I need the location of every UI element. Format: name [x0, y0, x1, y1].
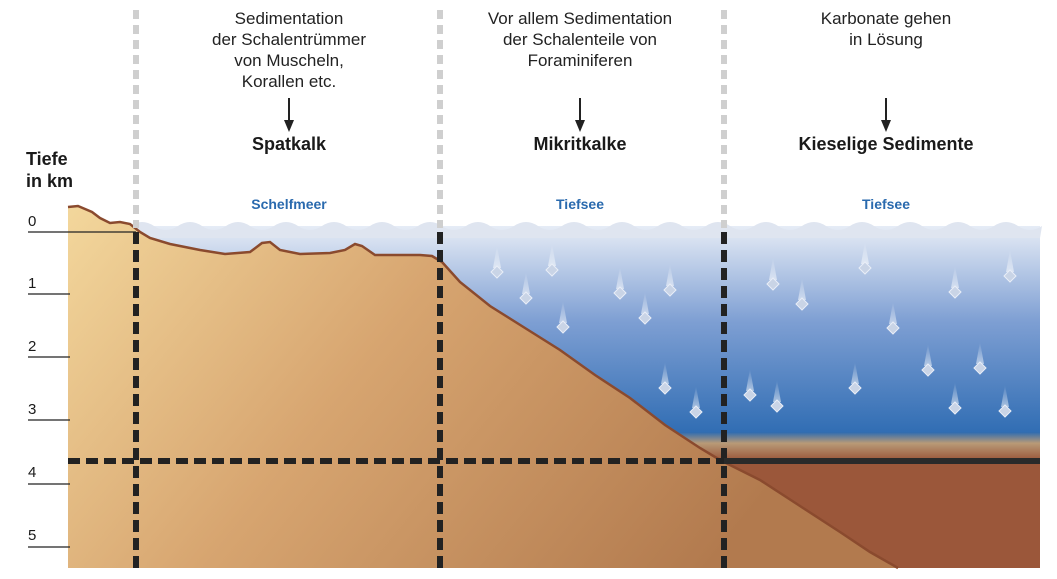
shell-particle [948, 401, 962, 415]
shell-particle [848, 381, 862, 395]
depth-tick-label: 5 [28, 527, 37, 544]
shell-particle [766, 277, 780, 291]
shell-particle [998, 404, 1012, 418]
shell-particle [663, 283, 677, 297]
arrow-zone-1 [284, 98, 294, 132]
shell-particle [519, 291, 533, 305]
particle-trail [692, 386, 700, 408]
depth-tick-label: 2 [28, 338, 37, 355]
shell-particle [658, 381, 672, 395]
depth-axis-title-line2: in km [26, 171, 74, 191]
zone-3-description-line: Karbonate gehen [820, 9, 952, 28]
particle-trail [861, 242, 869, 264]
shell-particle [638, 311, 652, 325]
depth-tick-label: 0 [28, 213, 37, 230]
particle-trail [951, 266, 959, 288]
particle-trail [522, 272, 530, 294]
shell-particle [490, 265, 504, 279]
depth-axis-title-line1: Tiefe [26, 149, 68, 169]
shell-particle [613, 286, 627, 300]
zone-1-description-line: Sedimentation [234, 9, 344, 28]
shell-particle [795, 297, 809, 311]
zone-2-description-line: Vor allem Sedimentation [487, 9, 673, 28]
shell-particle [743, 388, 757, 402]
depth-tick-label: 3 [28, 401, 37, 418]
sinking-shell-particles [490, 242, 1017, 419]
depth-axis-title: Tiefe in km [26, 148, 73, 192]
shell-particle [770, 399, 784, 413]
depth-tick-label: 4 [28, 464, 37, 481]
particle-trail [1006, 250, 1014, 272]
zone-1-description-line: Korallen etc. [241, 72, 337, 91]
zone-1-description: Sedimentation der Schalentrümmer von Mus… [164, 8, 414, 92]
zone-2-result: Mikritkalke [533, 134, 627, 154]
particle-trail [1001, 385, 1009, 407]
particle-trail [773, 380, 781, 402]
shell-particle [948, 285, 962, 299]
shell-particle [858, 261, 872, 275]
particle-trail [548, 244, 556, 266]
particle-trail [951, 382, 959, 404]
particle-trail [746, 369, 754, 391]
particle-trail [976, 342, 984, 364]
zone-3-result: Kieselige Sedimente [798, 134, 974, 154]
particle-trail [616, 267, 624, 289]
particle-trail [661, 362, 669, 384]
zone-3-description-line: in Lösung [849, 30, 923, 49]
zone-1-environment: Schelfmeer [251, 196, 327, 212]
particle-trail [641, 292, 649, 314]
zone-3-environment: Tiefsee [862, 196, 910, 212]
particle-trail [493, 246, 501, 268]
depth-tick-label: 1 [28, 275, 37, 292]
depth-axis-ticks [28, 231, 136, 548]
arrow-zone-3 [881, 98, 891, 132]
shell-particle [1003, 269, 1017, 283]
arrow-zone-2 [575, 98, 585, 132]
shell-particle [689, 405, 703, 419]
particle-trail [769, 258, 777, 280]
sea-surface-waves [130, 222, 1042, 238]
shell-particle [921, 363, 935, 377]
shell-particle [545, 263, 559, 277]
shell-particle [886, 321, 900, 335]
particle-trail [559, 301, 567, 323]
zone-1-result: Spatkalk [251, 134, 327, 154]
shell-particle [973, 361, 987, 375]
zone-2-description-line: der Schalenteile von [502, 30, 658, 49]
particle-trail [889, 302, 897, 324]
particle-trail [924, 344, 932, 366]
particle-trail [798, 278, 806, 300]
zone-2-description-line: Foraminiferen [527, 51, 633, 70]
zone-1-description-line: von Muscheln, [234, 51, 344, 70]
zone-2-description: Vor allem Sedimentation der Schalenteile… [455, 8, 705, 71]
zone-3-description: Karbonate gehen in Lösung [761, 8, 1011, 50]
shell-particle [556, 320, 570, 334]
particle-trail [666, 264, 674, 286]
zone-1-description-line: der Schalentrümmer [211, 30, 366, 49]
zone-2-environment: Tiefsee [556, 196, 604, 212]
continent-and-shelf [68, 206, 898, 568]
particle-trail [851, 362, 859, 384]
